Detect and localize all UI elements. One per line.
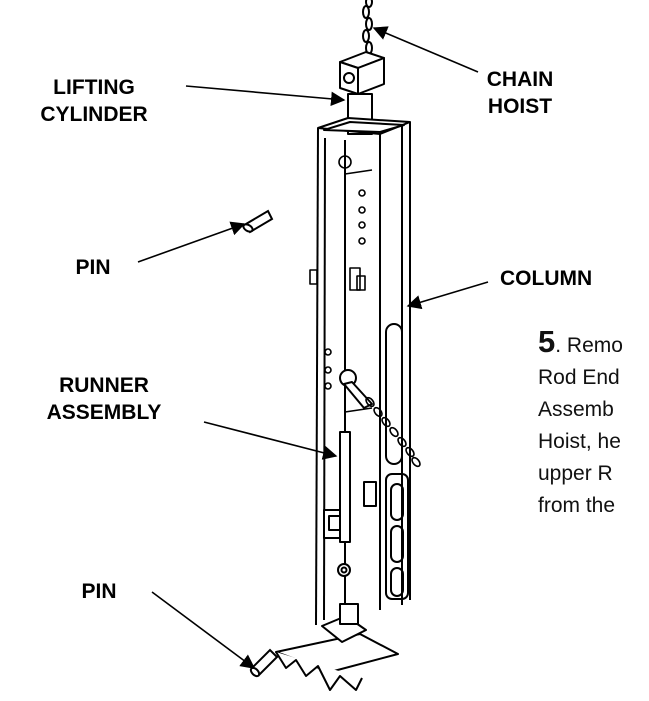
label-pin-lower: PIN [81,580,117,603]
instruction-line-5: upper R [538,462,613,485]
label-lifting-cylinder-line1: LIFTING [53,76,135,99]
column-body [315,122,411,626]
leader-pin-upper [137,221,246,263]
instruction-line-4: Hoist, he [538,430,621,453]
instruction-text: 5. Remo Rod End Assemb Hoist, he upper R… [538,326,649,522]
chain-hoist-chain [362,0,373,55]
label-runner-assembly: RUNNER ASSEMBLY [4,372,204,426]
rod-end-lever [339,369,373,409]
pin-lower-part [249,648,279,678]
label-runner-assembly-line2: ASSEMBLY [46,401,162,424]
runner-assembly-lower [323,431,377,577]
label-chain-hoist-line1: CHAIN [486,68,554,91]
leader-column [406,281,489,310]
label-lifting-cylinder-line2: CYLINDER [40,103,148,126]
label-chain-hoist-line2: HOIST [487,95,553,118]
label-column: COLUMN [500,267,593,290]
label-pin-upper: PIN [75,256,111,279]
column-top [317,117,411,135]
leader-chain-hoist [372,26,479,73]
instruction-line-3: Assemb [538,398,614,421]
instruction-line-1: 5. Remo [538,326,649,362]
diagonal-chain [365,396,421,468]
runner-plate [309,155,373,413]
instruction-line-2: Rod End [538,366,620,389]
instruction-line-6: from the [538,494,616,517]
label-lifting-cylinder: LIFTING CYLINDER [4,74,184,128]
label-chain-hoist: CHAIN HOIST [470,66,570,120]
cylinder-top-block [339,51,385,95]
label-runner-assembly-line1: RUNNER [59,374,149,397]
column-base [275,603,399,691]
leader-runner-assembly [203,421,338,460]
pin-upper-part [242,209,274,234]
leader-lifting-cylinder [185,85,346,107]
instruction-line-1-text: . Remo [555,334,623,357]
step-number: 5 [538,324,556,359]
leader-pin-lower [151,591,256,669]
